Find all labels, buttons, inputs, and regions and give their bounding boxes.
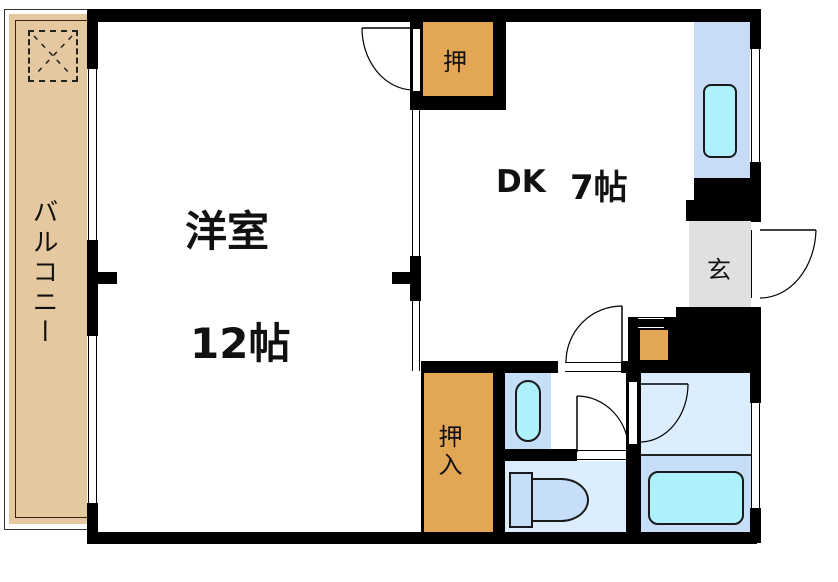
door-swing-bath[interactable] [638, 382, 694, 446]
washbasin-icon [515, 380, 541, 442]
western-room-size: 12帖 [190, 319, 291, 368]
air-conditioner-outdoor-unit-icon [28, 30, 78, 82]
toilet-tank-icon [509, 472, 533, 528]
door-washroom-frame [565, 362, 623, 372]
door-swing-washroom[interactable] [562, 304, 632, 366]
wall-toilet-top-left [505, 449, 577, 461]
window-kitchen [751, 49, 760, 162]
bathtub-icon [648, 471, 744, 525]
balcony-label: バルコニー [28, 198, 58, 348]
wall-kitchen-bottom [694, 178, 761, 200]
entrance-label: 玄 [707, 256, 731, 284]
toilet-bowl-icon [533, 478, 589, 522]
sliding-door-lower[interactable] [412, 301, 420, 371]
dk-name: DK [496, 164, 546, 200]
closet-bottom [424, 373, 493, 532]
wall-wet-top-right [621, 361, 761, 373]
changing-room [641, 373, 751, 455]
wall-left-stub [87, 272, 117, 284]
corridor [551, 373, 626, 449]
window-west-lower [88, 336, 97, 503]
wall-left-mid [87, 240, 98, 336]
western-room-name: 洋室 [185, 207, 270, 256]
front-door-swing[interactable] [758, 228, 820, 304]
wall-left-top [87, 9, 98, 69]
wall-partition-mid [410, 256, 421, 301]
closet-top [423, 22, 493, 96]
shoe-cabinet-shelf [638, 318, 664, 328]
wall-left-bottom [87, 503, 98, 543]
closet-top-door-gap [412, 29, 420, 91]
wall-right-bath-top [750, 373, 761, 403]
bathroom-divider [641, 454, 751, 456]
entrance [689, 221, 751, 307]
wall-partition-stub [392, 272, 412, 284]
wall-entrance-top [686, 200, 761, 221]
bath-door-frame [628, 382, 638, 444]
front-door-gap [751, 230, 761, 298]
sliding-door-upper[interactable] [412, 100, 420, 256]
closet-top-label: 押 [443, 48, 467, 76]
dk-size: 7帖 [570, 168, 628, 208]
wall-right-top [750, 9, 761, 49]
balcony-inner-line [15, 20, 87, 518]
shoe-cabinet [640, 330, 668, 360]
door-toilet-frame [577, 450, 627, 460]
balcony [9, 14, 87, 524]
closet-bottom-label: 押入 [434, 424, 462, 480]
kitchen-sink-icon [703, 84, 737, 158]
window-bath [751, 403, 760, 508]
door-swing-toilet[interactable] [565, 394, 635, 456]
door-swing-closet-top[interactable] [360, 26, 416, 94]
wall-right-bath-bottom [750, 508, 761, 543]
window-west-upper [88, 69, 97, 240]
